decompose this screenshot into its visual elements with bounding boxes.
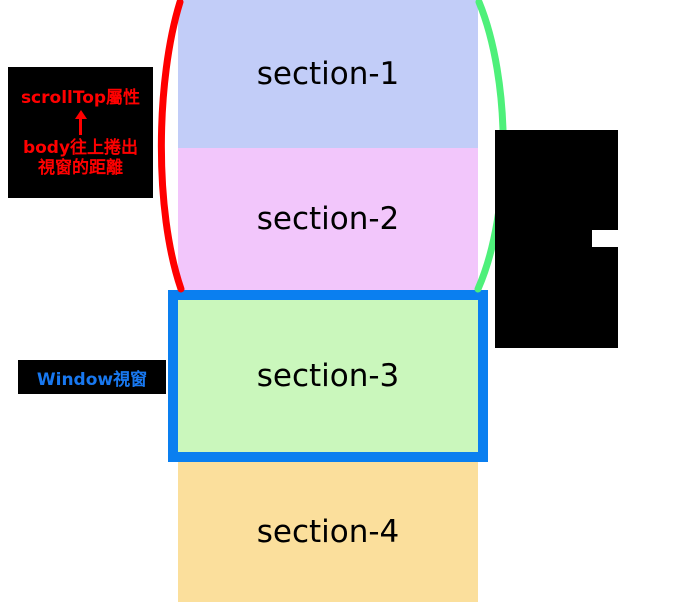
label-occlusion-bar (592, 230, 678, 247)
scrolltop-callout-desc-line1: body往上捲出 (22, 137, 139, 158)
section-block-4: section-4 (178, 462, 478, 602)
arrow-shaft (79, 118, 82, 135)
section-label-3: section-3 (256, 358, 400, 394)
scrolltop-callout: scrollTop屬性 body往上捲出 視窗的距離 (8, 67, 153, 198)
scrolltop-callout-title: scrollTop屬性 (20, 87, 141, 108)
section-label-2: section-2 (256, 201, 400, 237)
arrow-up-icon (74, 109, 87, 119)
section-label-1: section-1 (256, 56, 400, 92)
window-callout-label: Window視窗 (36, 369, 148, 390)
section-block-3-viewport-highlight: section-3 (168, 290, 488, 462)
window-viewport-callout: Window視窗 (18, 360, 166, 394)
scrolltop-callout-desc-line2: 視窗的距離 (38, 157, 123, 178)
section-label-4: section-4 (256, 514, 400, 550)
section-block-1: section-1 (178, 0, 478, 148)
section-block-2: section-2 (178, 148, 478, 290)
